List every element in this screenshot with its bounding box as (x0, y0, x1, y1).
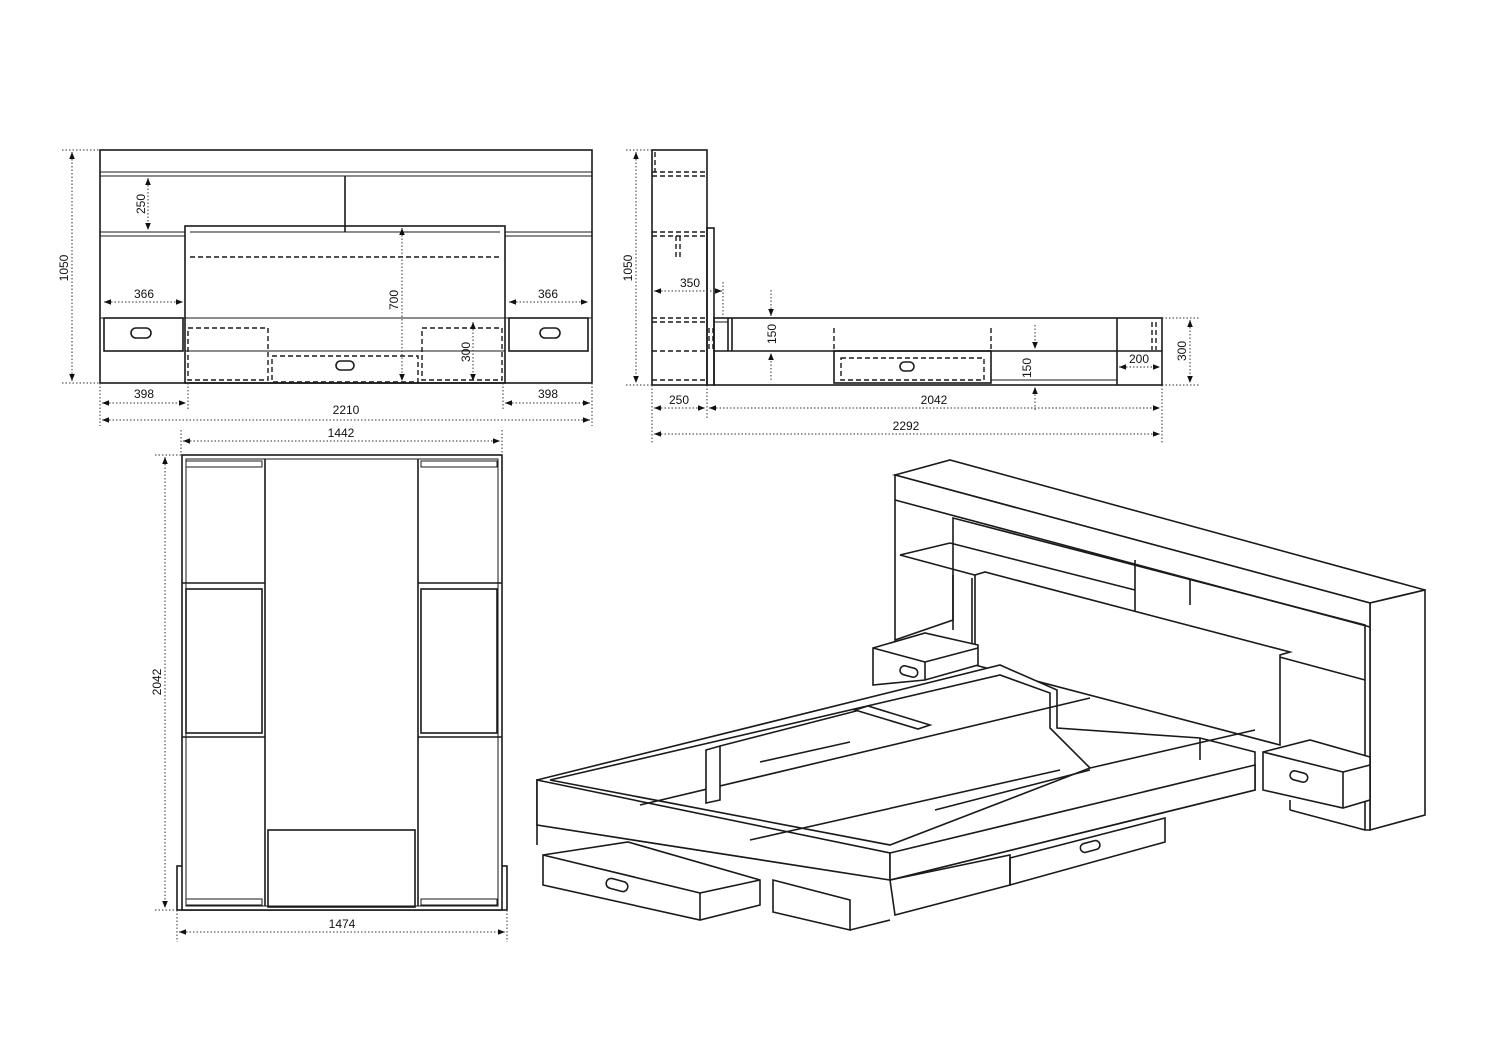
top-view: 1442 2042 1474 (150, 426, 508, 942)
side-view: 1050 350 150 150 200 300 250 2042 2292 (621, 149, 1200, 443)
nightstand-drawer-right (508, 317, 589, 352)
dim-rail-height: 150 (765, 324, 779, 344)
dim-nightstand-right: 366 (538, 287, 558, 301)
front-view: 1050 250 700 300 366 366 398 398 2210 (57, 149, 593, 426)
drawer-handle-icon (899, 665, 919, 678)
dim-width-total: 2210 (333, 403, 360, 417)
dim-drawer-height: 300 (459, 342, 473, 362)
dim-height-total: 1050 (57, 254, 71, 281)
drawer-handle-icon (130, 327, 152, 339)
isometric-view (536, 459, 1426, 932)
drawer-handle-icon (335, 360, 355, 371)
dim-bed-length: 2042 (921, 393, 948, 407)
drawer-handle-icon (539, 327, 561, 339)
drawer-handle-icon (605, 877, 629, 893)
dim-shelf-height: 250 (134, 194, 148, 214)
nightstand-drawer-left (103, 317, 184, 352)
dim-side-right: 398 (538, 387, 558, 401)
dim-length-total: 2292 (893, 419, 920, 433)
dim-side-left: 398 (134, 387, 154, 401)
drawer-handle-icon (899, 361, 915, 372)
dim-outer-width: 1474 (329, 917, 356, 931)
dim-headboard-height: 700 (387, 290, 401, 310)
drawer-handle-icon (1289, 770, 1309, 783)
dim-top-length: 2042 (150, 668, 164, 695)
dim-side-height-total: 1050 (621, 254, 635, 281)
dim-bed-height: 300 (1175, 341, 1189, 361)
dim-inner-width: 1442 (328, 426, 355, 440)
drawer-handle-icon (1079, 839, 1101, 854)
dim-foot-depth: 200 (1129, 352, 1149, 366)
dim-clearance: 150 (1020, 358, 1034, 378)
dim-head-depth: 250 (669, 393, 689, 407)
dim-headboard-depth: 350 (680, 276, 700, 290)
dim-nightstand-left: 366 (134, 287, 154, 301)
